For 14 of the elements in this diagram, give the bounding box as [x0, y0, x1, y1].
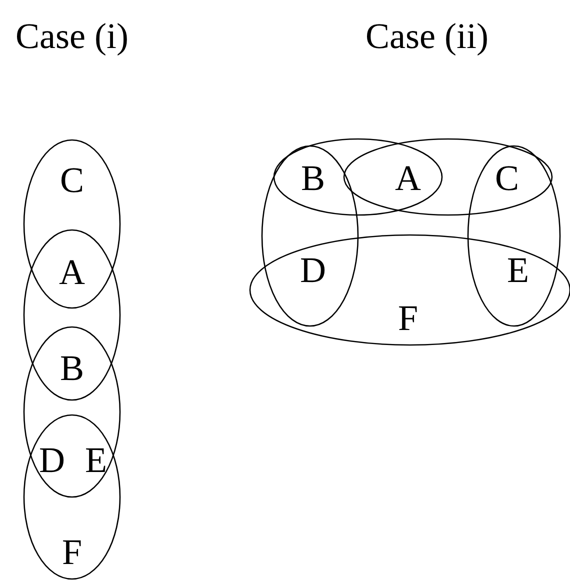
set-letter: D [300, 252, 326, 288]
set-letter: B [301, 160, 325, 196]
case-heading: Case (i) [16, 18, 128, 54]
set-letter: F [398, 300, 418, 336]
set-letter: F [62, 534, 82, 570]
case-heading: Case (ii) [366, 18, 488, 54]
set-letter: C [495, 160, 519, 196]
set-letter: C [60, 162, 84, 198]
set-letter: A [59, 254, 85, 290]
set-letter: A [395, 160, 421, 196]
set-letter: B [60, 350, 84, 386]
set-letter: E [507, 252, 529, 288]
set-letter: E [85, 442, 107, 478]
set-letter: D [39, 442, 65, 478]
